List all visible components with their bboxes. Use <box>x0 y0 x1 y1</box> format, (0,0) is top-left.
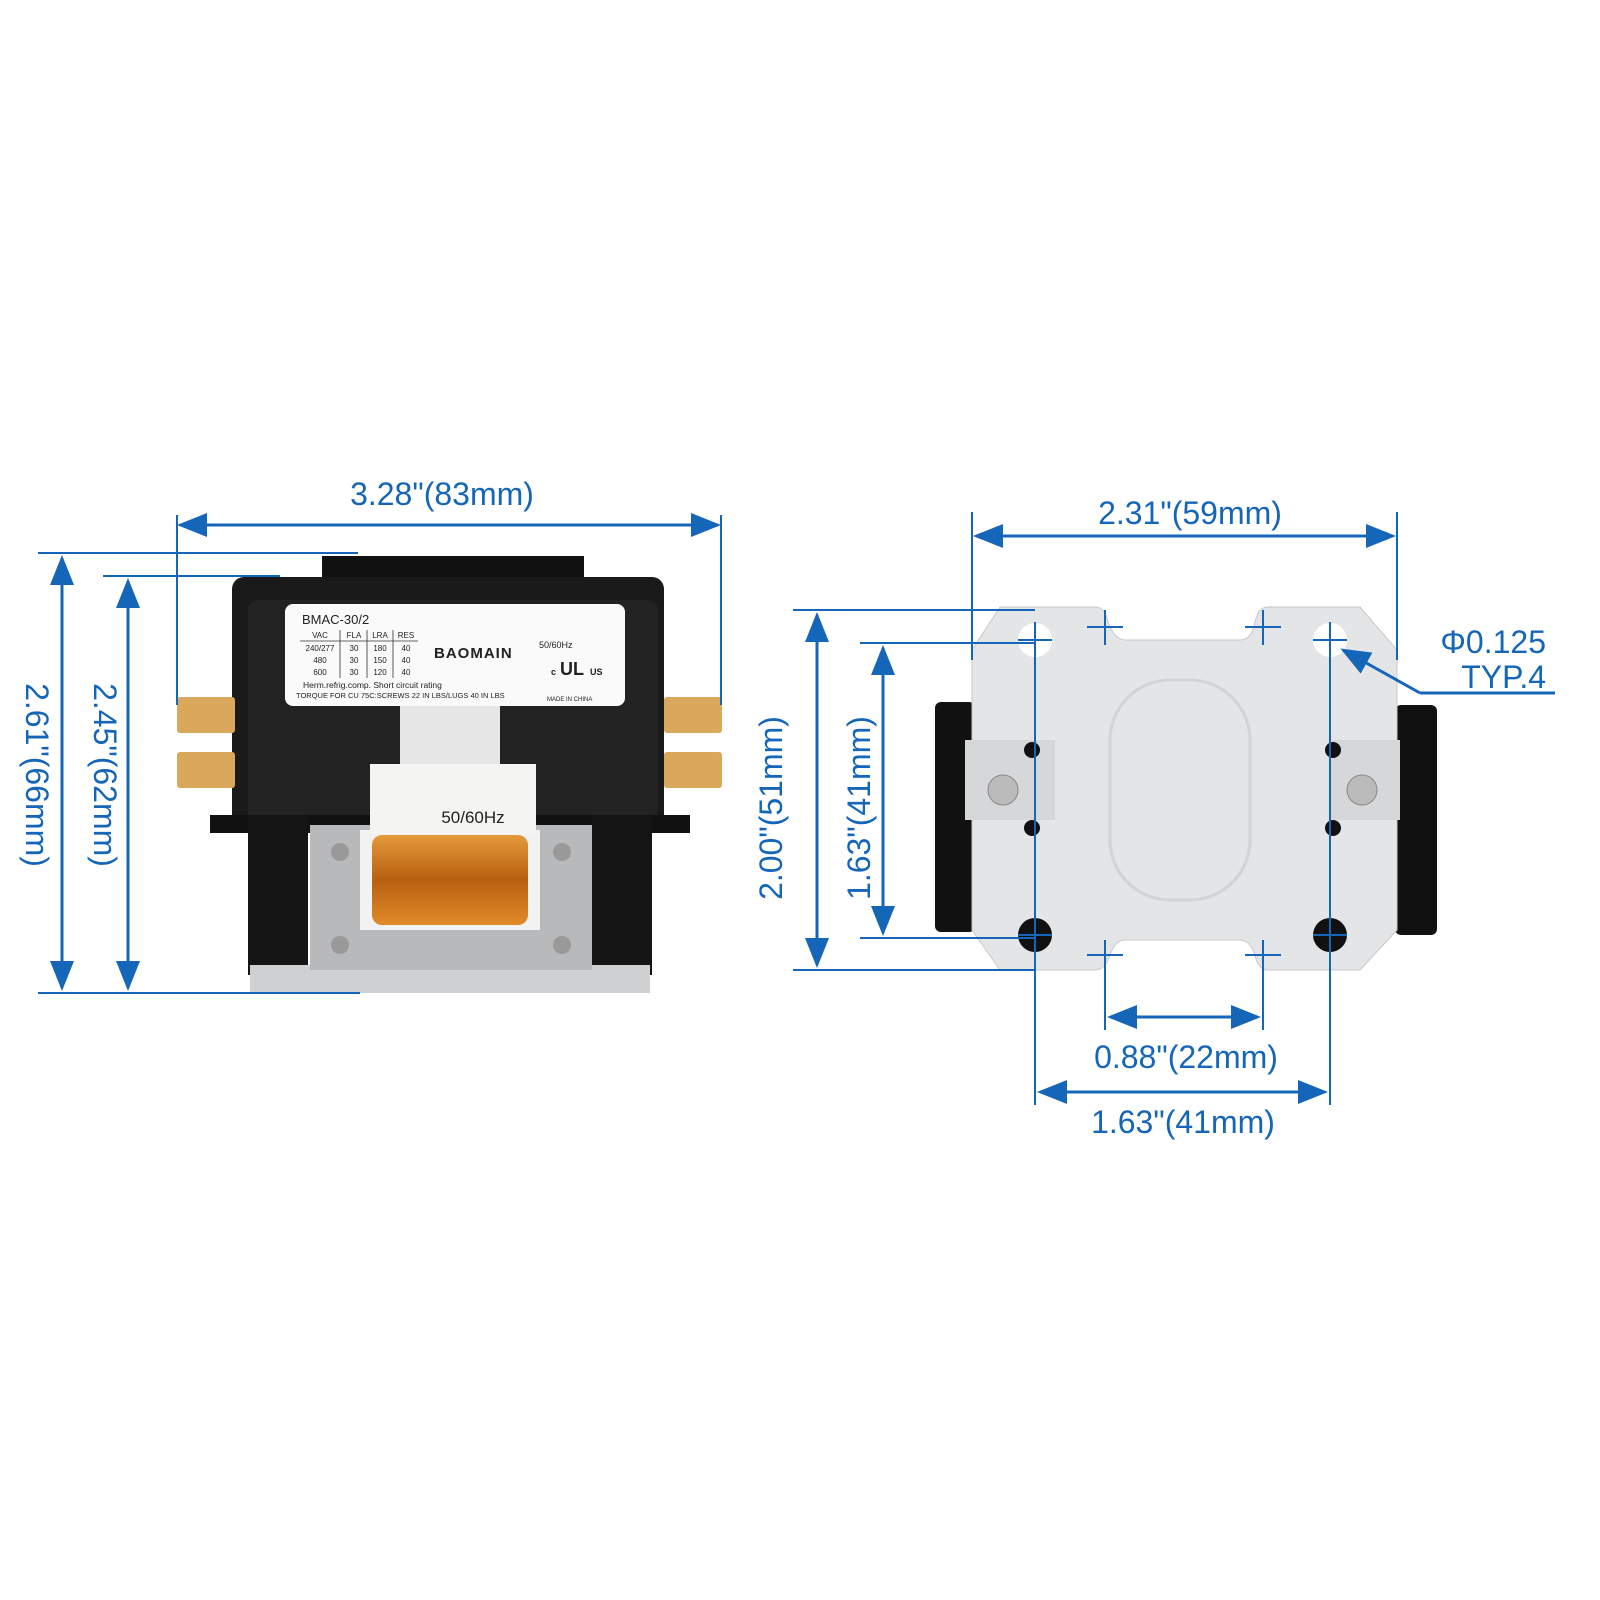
cell: 40 <box>402 668 411 677</box>
slot-spacing-label: 0.88"(22mm) <box>1094 1039 1278 1075</box>
cell: 30 <box>350 656 359 665</box>
terminal-right <box>664 697 722 788</box>
inner-height-label: 2.45"(62mm) <box>87 683 123 867</box>
cell: 40 <box>402 644 411 653</box>
hole-vertical-spacing-label: 1.63"(41mm) <box>841 716 877 900</box>
left-dimensions: 3.28"(83mm) 2.61"(66mm) 2.45"(62mm) <box>19 476 722 994</box>
hole-spacing-label: 1.63"(41mm) <box>1091 1104 1275 1140</box>
contactor-front-view: 50/60Hz BMAC-30/2 VAC FLA LRA RES 240/27… <box>177 556 722 993</box>
brand-logo: BAOMAIN <box>434 645 513 662</box>
cert-c: c <box>551 667 556 677</box>
cell: 40 <box>402 656 411 665</box>
screw-icon <box>1346 774 1378 806</box>
header-lra: LRA <box>372 631 388 640</box>
right-dimensions: 2.31"(59mm) 2.00"(51mm) 1.63"(41mm) 0.88… <box>753 495 1555 1140</box>
cell: 480 <box>313 656 327 665</box>
model-number: BMAC-30/2 <box>302 612 369 627</box>
screw-icon <box>987 774 1019 806</box>
cell: 600 <box>313 668 327 677</box>
hole-diameter-label: Φ0.125 <box>1440 624 1546 660</box>
coil-label-block <box>370 764 536 834</box>
hole-count-label: TYP.4 <box>1461 659 1546 695</box>
nameplate-frequency: 50/60Hz <box>539 640 573 650</box>
cell: 150 <box>373 656 387 665</box>
ul-logo-icon: UL <box>560 659 584 679</box>
terminal-left <box>177 697 235 788</box>
rating-line: Herm.refrig.comp. Short circuit rating <box>303 680 442 690</box>
plate-height-label: 2.00"(51mm) <box>753 716 789 900</box>
cert-us: US <box>590 667 603 677</box>
contactor-mounting-plate-view <box>935 606 1437 971</box>
cell: 240/277 <box>306 644 335 653</box>
header-vac: VAC <box>312 631 328 640</box>
header-fla: FLA <box>347 631 362 640</box>
cell: 30 <box>350 668 359 677</box>
outer-height-label: 2.61"(66mm) <box>19 683 55 867</box>
nameplate: BMAC-30/2 VAC FLA LRA RES 240/277 30 180… <box>285 604 625 706</box>
cell: 180 <box>373 644 387 653</box>
header-res: RES <box>398 631 414 640</box>
coil-frequency: 50/60Hz <box>441 808 504 827</box>
width-dimension-label: 3.28"(83mm) <box>350 476 534 512</box>
origin-line: MADE IN CHINA <box>547 697 592 703</box>
plate-width-label: 2.31"(59mm) <box>1098 495 1282 531</box>
cell: 30 <box>350 644 359 653</box>
torque-line: TORQUE FOR CU 75C:SCREWS 22 IN LBS/LUGS … <box>296 691 505 700</box>
cell: 120 <box>373 668 387 677</box>
coil <box>372 835 528 925</box>
